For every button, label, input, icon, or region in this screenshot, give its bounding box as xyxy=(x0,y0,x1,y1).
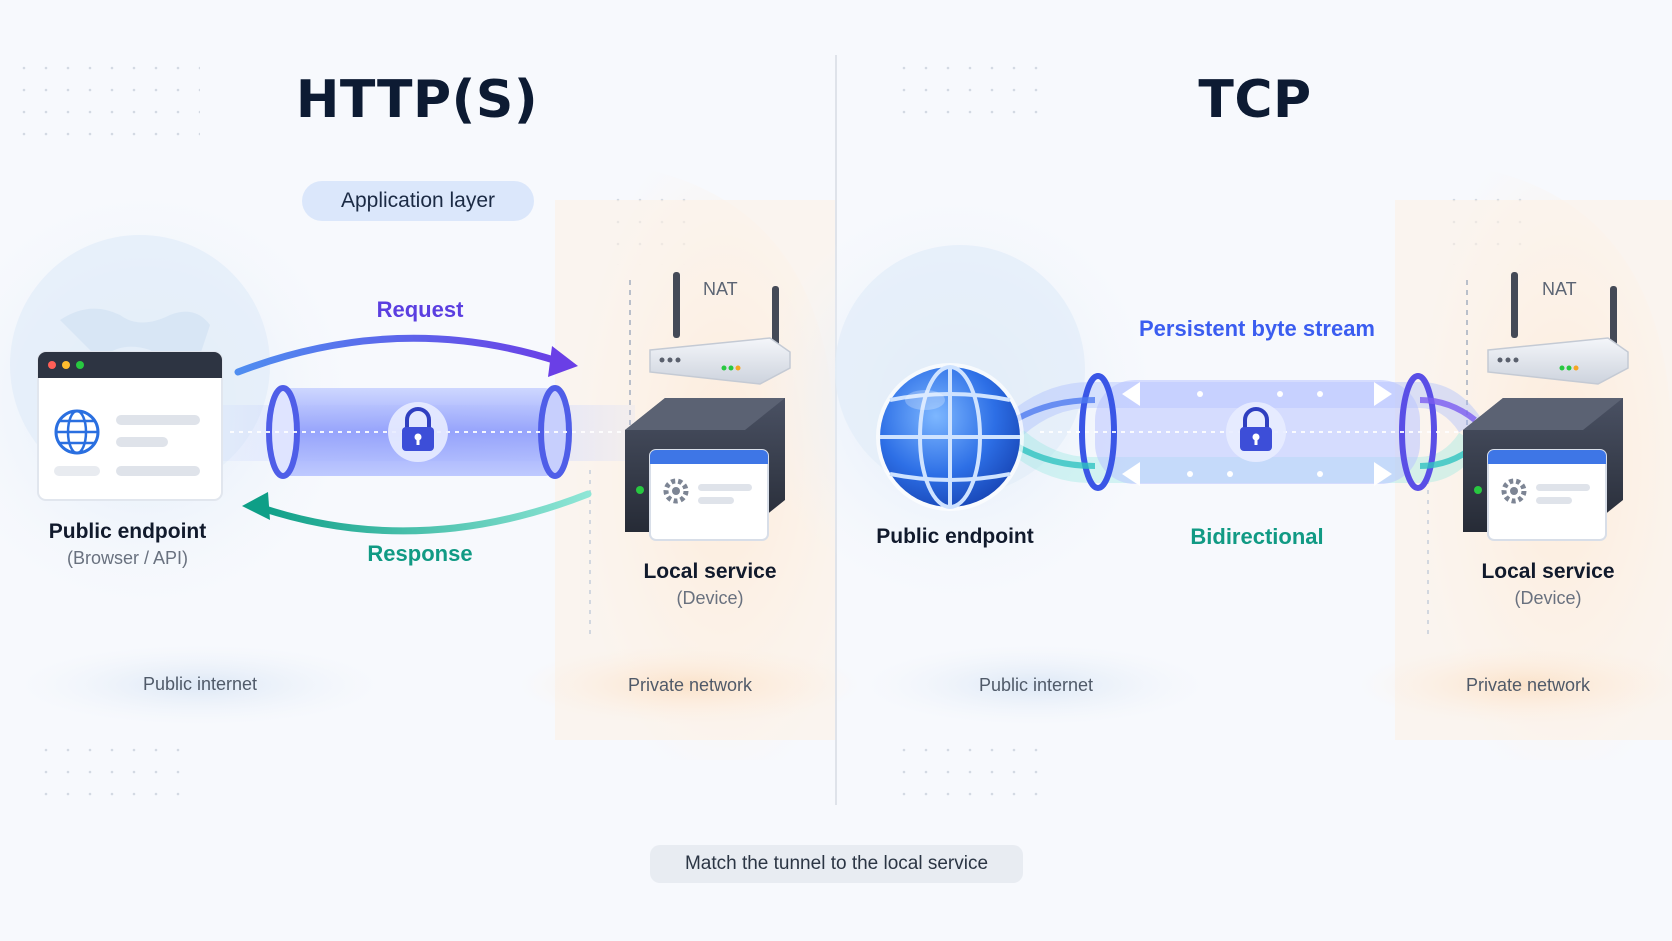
public-endpoint-sub: (Browser / API) xyxy=(66,548,189,568)
private-network-label: Private network xyxy=(1465,675,1591,695)
public-endpoint-label: Public endpoint xyxy=(48,520,207,543)
private-network-zone-base xyxy=(1360,645,1672,725)
public-internet-label: Public internet xyxy=(978,675,1094,695)
globe-icon xyxy=(876,363,1024,511)
stream-arrowhead-left xyxy=(1122,382,1140,406)
local-service-label: Local service xyxy=(1481,560,1615,583)
router-icon xyxy=(1487,272,1629,385)
stream-link xyxy=(1013,397,1096,423)
router-icon xyxy=(649,272,791,385)
globe-icon xyxy=(54,409,100,455)
tcp-title: TCP xyxy=(1198,70,1312,130)
stream-arrowhead-right xyxy=(1374,462,1392,486)
lock-icon xyxy=(388,402,448,462)
lock-icon xyxy=(1226,402,1286,462)
public-internet-zone xyxy=(20,645,380,725)
private-network-zone-base xyxy=(520,645,860,725)
dot-pattern xyxy=(893,62,1053,132)
dot-pattern xyxy=(893,732,1053,802)
dot-pattern xyxy=(38,732,198,802)
continent-shape xyxy=(60,308,210,360)
stream-link xyxy=(1419,397,1477,423)
response-label: Response xyxy=(367,541,473,566)
nat-label: NAT xyxy=(703,279,738,299)
footer-note: Match the tunnel to the local service xyxy=(650,845,1023,883)
request-label: Request xyxy=(376,297,464,322)
local-service-label: Local service xyxy=(643,560,777,583)
local-service-sub: (Device) xyxy=(676,588,744,608)
local-service-sub: (Device) xyxy=(1514,588,1582,608)
bidirectional-label: Bidirectional xyxy=(1190,524,1324,549)
response-arrowhead xyxy=(242,492,270,520)
private-network-label: Private network xyxy=(627,675,753,695)
browser-window-icon xyxy=(37,351,223,501)
request-arrowhead xyxy=(548,346,578,377)
service-window-icon xyxy=(649,449,769,541)
application-layer-badge: Application layer xyxy=(302,181,534,221)
request-arrow xyxy=(234,334,564,376)
stream-arrowhead-left xyxy=(1122,462,1140,486)
http-title: HTTP(S) xyxy=(295,70,539,130)
public-internet-label: Public internet xyxy=(142,674,258,694)
gear-icon xyxy=(663,478,689,504)
nat-label: NAT xyxy=(1542,279,1577,299)
response-arrow xyxy=(258,490,592,535)
persistent-stream-label: Persistent byte stream xyxy=(1139,316,1375,341)
service-window-icon xyxy=(1487,449,1607,541)
public-internet-zone xyxy=(865,645,1205,725)
public-endpoint-label: Public endpoint xyxy=(876,525,1034,548)
gear-icon xyxy=(1501,478,1527,504)
dot-pattern xyxy=(20,62,200,142)
stream-arrowhead-right xyxy=(1374,382,1392,406)
